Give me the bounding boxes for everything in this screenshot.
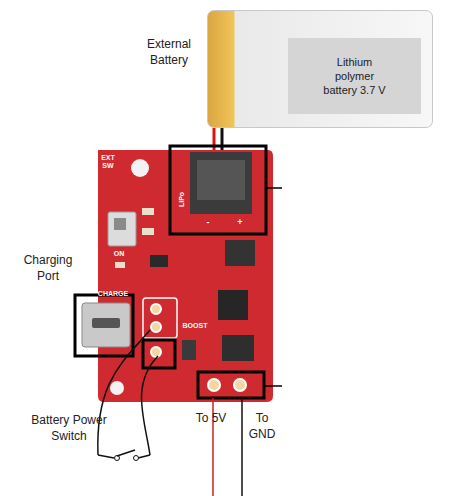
silkscreen-text: + [236,218,244,227]
leader-line [264,385,282,387]
header-pin [151,347,161,357]
header-pin [151,322,161,332]
part-label: External Battery [136,37,202,68]
silkscreen-text: EXT SW [101,154,115,169]
pcb [98,150,273,402]
smd-part [182,340,196,360]
mount-hole [131,159,149,177]
battery-body: External BatteryLithium polymer battery … [207,10,433,128]
highlight-box [143,340,175,368]
switch-contact [134,456,139,461]
switch-lever [117,450,135,456]
ic-chip [218,290,248,320]
highlight-box [198,372,264,398]
switch-wire [98,455,114,458]
silkscreen-text: LiPo [178,191,185,209]
smd-part [142,208,154,215]
switch-wire [141,356,158,455]
pin-label: To 5V [194,410,228,426]
micro-usb [82,303,130,347]
jst-connector [190,152,252,214]
slide-switch [108,212,136,246]
slide-switch-knob [114,218,126,230]
silkscreen-text: ON [112,250,126,257]
smd-part [115,262,125,268]
header-pin [151,304,161,314]
diode [222,335,254,361]
battery-label-box: Lithium polymer battery 3.7 V [288,38,421,114]
highlight-box [170,146,266,234]
silkscreen-text: BOOST [180,322,210,329]
part-label: Battery Power Switch [30,412,108,444]
switch-wire [138,455,150,458]
inductor [225,240,255,266]
jst-connector-slot [197,160,245,200]
switch-contact [115,456,120,461]
ic-chip [150,255,168,267]
header-pin [234,379,246,391]
part-label: Charging Port [22,252,74,284]
pin-label: To GND [244,410,280,442]
highlight-box [75,295,133,356]
micro-usb-slot [92,318,120,328]
silkscreen-text: CHARGE [96,290,130,297]
leader-line [266,187,282,189]
output-wire [241,398,243,496]
mount-hole [110,381,124,395]
battery-spec-text: Lithium polymer battery 3.7 V [318,55,392,98]
header-pin [208,379,220,391]
silkscreen-text: - [204,218,212,227]
smd-part [142,228,154,235]
